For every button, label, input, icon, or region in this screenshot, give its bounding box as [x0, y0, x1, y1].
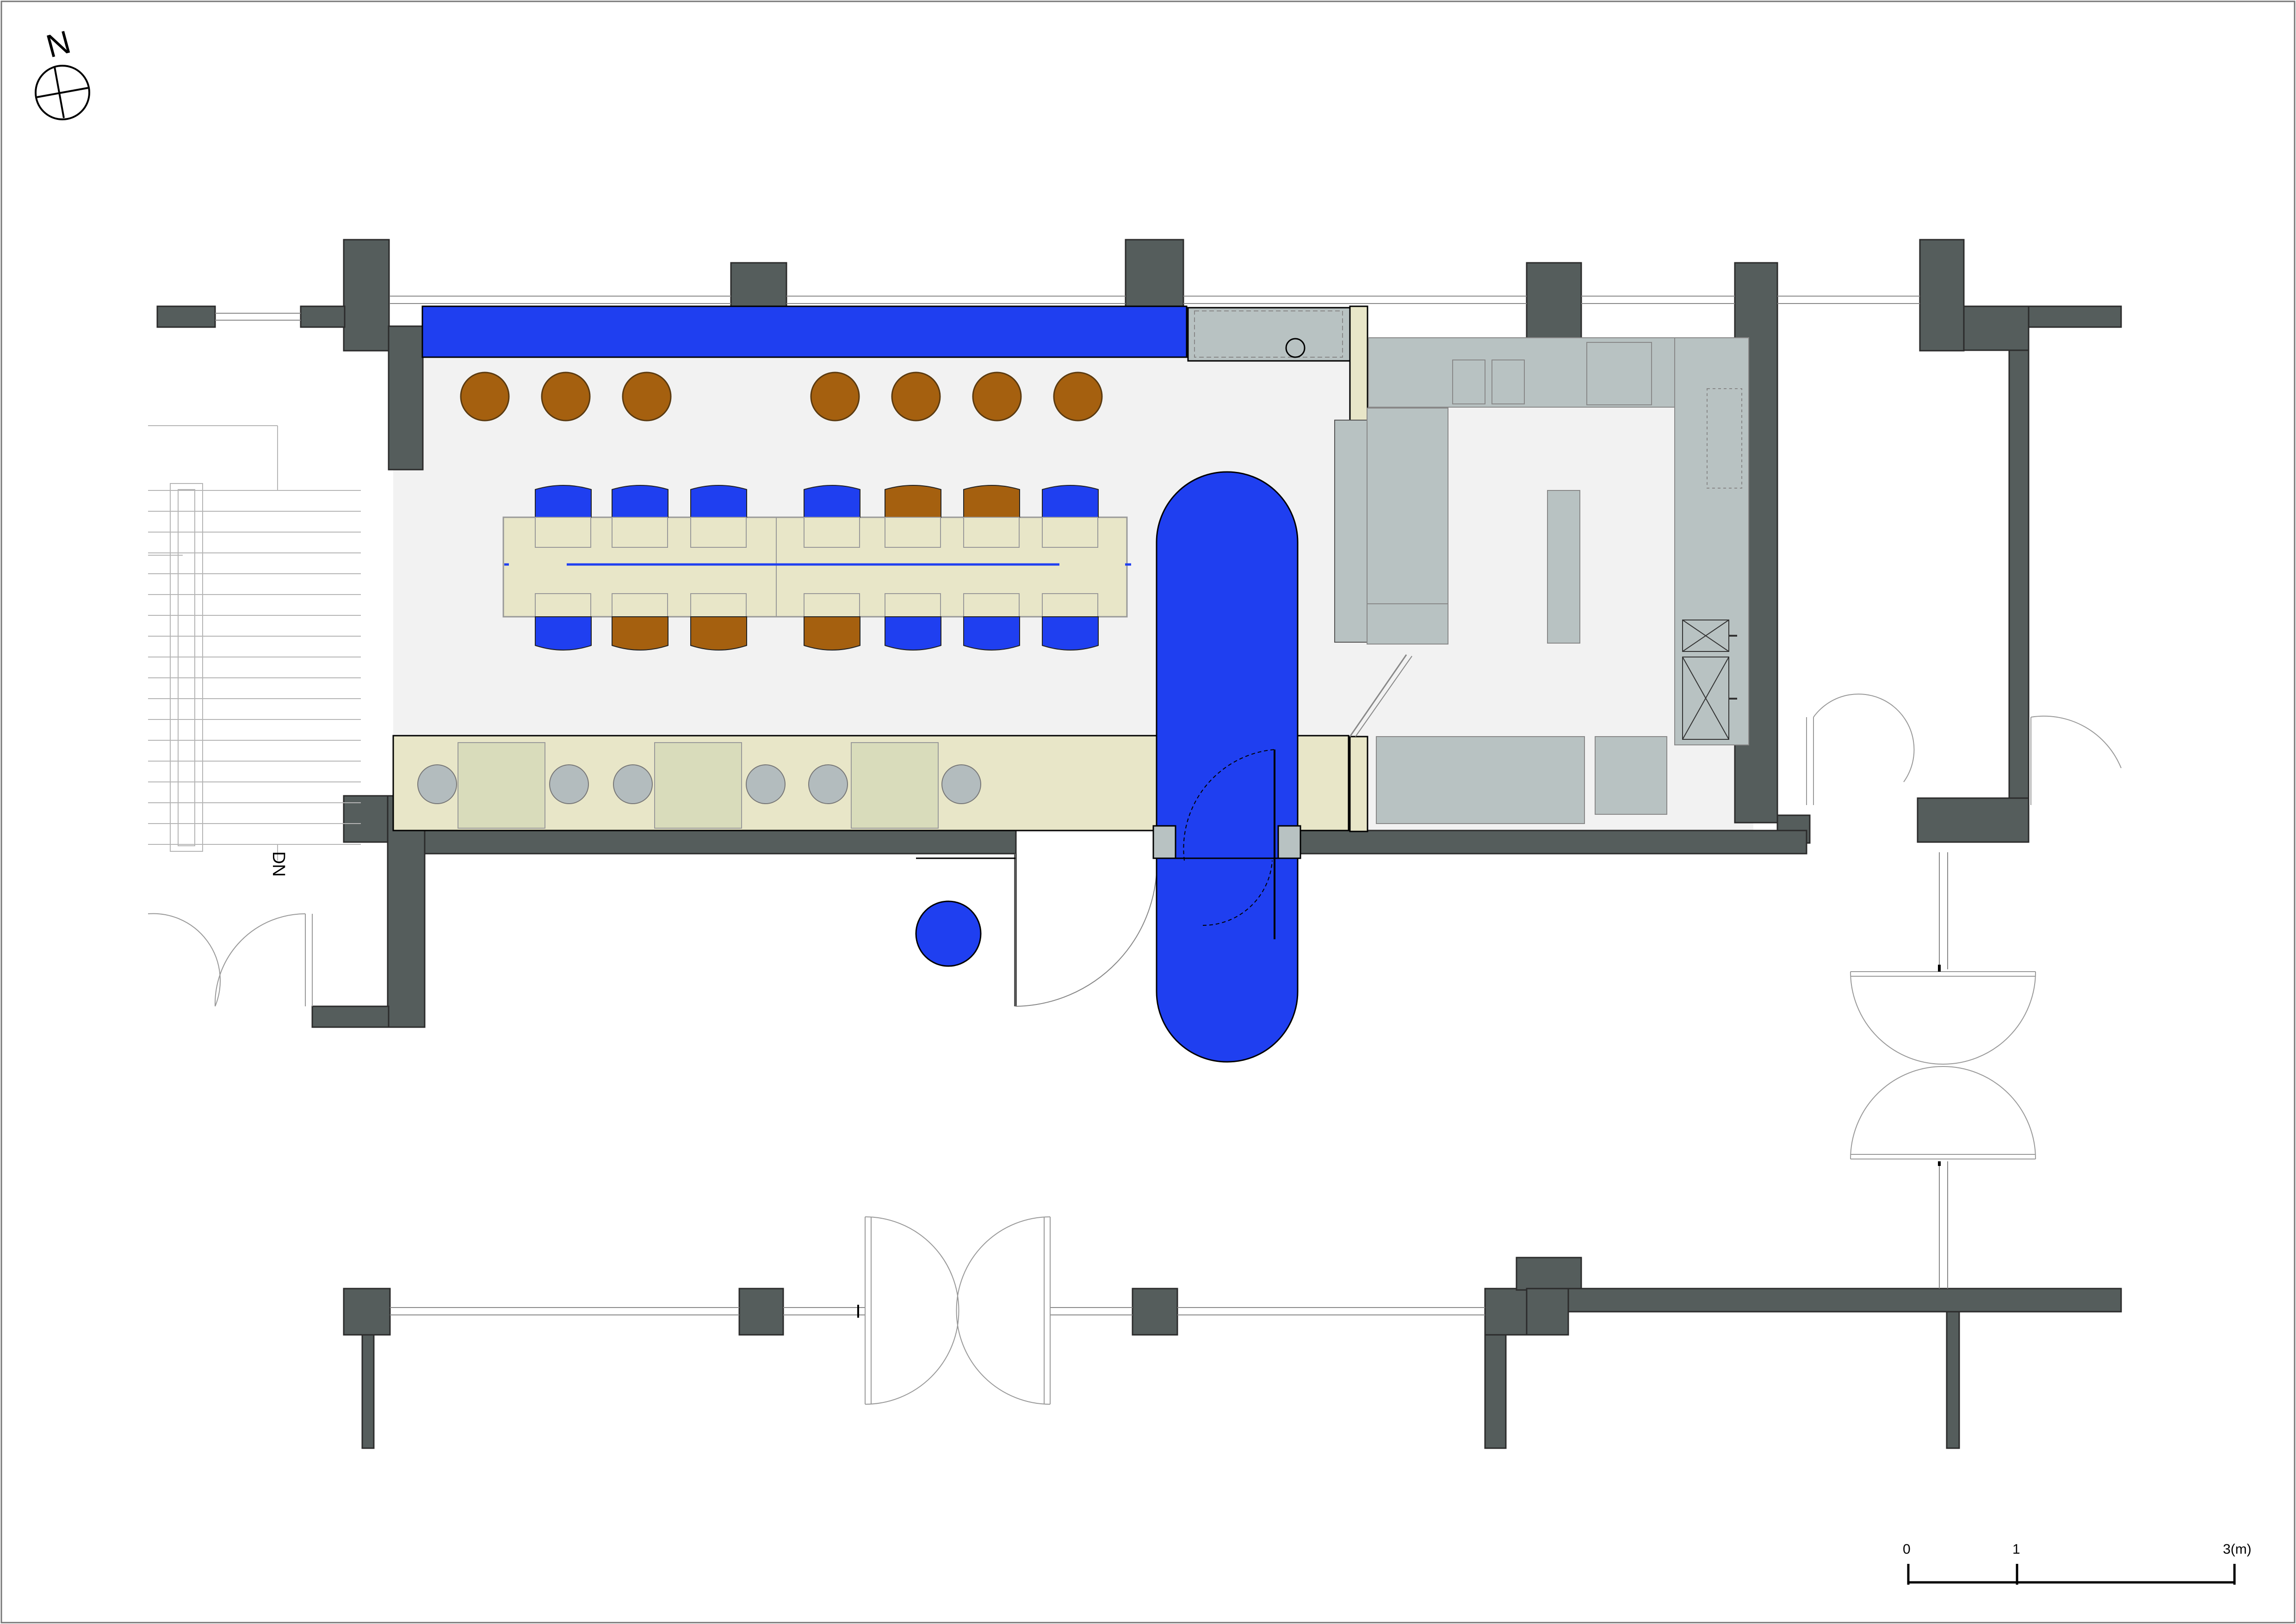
kitchen-partition: [1349, 305, 1412, 832]
scale-tick-1: 1: [2012, 1542, 2020, 1557]
scale-bar-icon: [1907, 1564, 2236, 1585]
chair: [612, 485, 668, 548]
right-doors: [1806, 694, 2122, 1166]
sink-counter: [1187, 307, 1351, 362]
walls: [156, 239, 2122, 1449]
bottom-double-door: [857, 1216, 1051, 1405]
scale-tick-0: 0: [1903, 1542, 1911, 1557]
chair: [1042, 485, 1099, 548]
chair: [535, 593, 592, 651]
chair: [1042, 593, 1099, 651]
chair: [963, 485, 1020, 548]
kitchen-equipment: [1334, 337, 1749, 824]
windows: [215, 296, 1948, 1315]
chair: [963, 593, 1020, 651]
blue-pivot-door: [1152, 471, 1301, 1063]
stair: [148, 425, 361, 861]
chair: [690, 485, 747, 548]
chair: [612, 593, 668, 651]
stair-label: DN: [269, 851, 288, 877]
chair: [535, 485, 592, 548]
entry-door: [916, 853, 1157, 1007]
north-arrow-icon: N: [35, 24, 90, 120]
chairs-top: [535, 485, 1099, 548]
blue-round-planter: [915, 900, 982, 967]
chair: [690, 593, 747, 651]
left-entry-door: [148, 913, 313, 1007]
window-bench: [421, 305, 1188, 358]
north-label: N: [43, 24, 74, 64]
chair: [804, 593, 860, 651]
chair: [885, 485, 941, 548]
scale-tick-3m: 3(m): [2223, 1542, 2252, 1557]
chairs-bottom: [535, 593, 1099, 651]
chair: [804, 485, 860, 548]
chair: [885, 593, 941, 651]
window-stools: [460, 372, 1103, 421]
